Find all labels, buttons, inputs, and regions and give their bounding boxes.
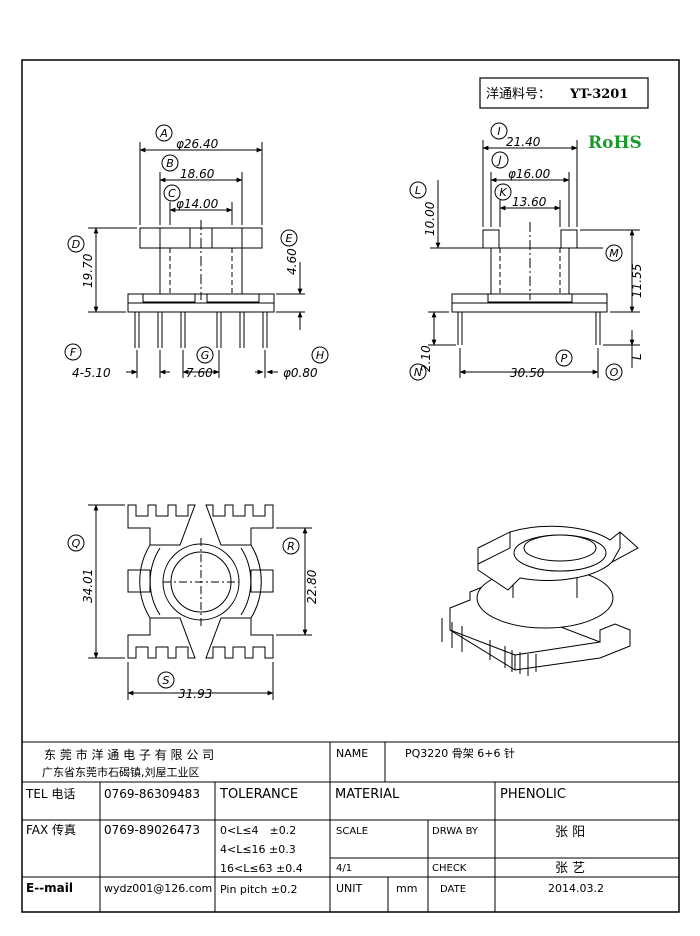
bottom-view <box>88 504 312 700</box>
callout-j: J <box>496 154 501 167</box>
fax-value: 0769-89026473 <box>104 823 200 837</box>
name-label: NAME <box>336 747 368 760</box>
callout-e: E <box>286 232 293 245</box>
dim-j: φ16.00 <box>508 167 551 181</box>
callout-a: A <box>159 127 168 140</box>
email-label: E--mail <box>26 881 73 895</box>
drawby-value: 张 阳 <box>555 825 585 840</box>
isometric-view <box>441 525 639 676</box>
front-view <box>88 142 305 378</box>
dim-b: 18.60 <box>180 167 215 181</box>
dim-o: L <box>630 353 644 360</box>
date-label: DATE <box>440 884 466 895</box>
dim-r: 22.80 <box>305 569 319 604</box>
callout-c: C <box>168 187 176 200</box>
callout-p: P <box>561 352 568 365</box>
scale-value: 4/1 <box>336 863 352 874</box>
front-view-callouts <box>64 124 329 364</box>
side-view-callouts <box>409 122 623 381</box>
company-name: 东 莞 市 洋 通 电 子 有 限 公 司 <box>44 747 214 762</box>
callout-r: R <box>287 540 295 553</box>
tolerance-row-2: 4<L≤16 ±0.3 <box>220 843 296 856</box>
dim-e: 4.60 <box>285 248 299 275</box>
dim-g: 7.60 <box>186 366 213 380</box>
tel-label: TEL 电话 <box>25 787 75 801</box>
drawby-label: DRWA BY <box>432 826 479 837</box>
email-value: wydz001@126.com <box>104 882 212 895</box>
scale-label: SCALE <box>336 826 368 837</box>
callout-n: N <box>414 366 422 379</box>
callout-l: L <box>415 184 421 197</box>
fax-label: FAX 传真 <box>26 822 76 837</box>
check-label: CHECK <box>432 863 467 874</box>
bottom-view-callouts <box>67 534 300 689</box>
callout-k: K <box>499 186 507 199</box>
tolerance-row-3: 16<L≤63 ±0.4 <box>220 862 303 875</box>
rohs-mark: RoHS <box>588 133 642 153</box>
dim-q: 34.01 <box>81 569 95 603</box>
callout-q: Q <box>72 537 81 550</box>
tolerance-label: TOLERANCE <box>219 787 298 802</box>
callout-i: I <box>497 125 500 138</box>
part-number-box: 洋通料号： YT-3201 <box>479 77 649 109</box>
callout-s: S <box>163 674 170 687</box>
company-address: 广东省东莞市石碣镇,刘屋工业区 <box>42 765 200 779</box>
callout-o: O <box>610 366 619 379</box>
unit-value: mm <box>396 882 417 895</box>
title-block-text: 东 莞 市 洋 通 电 子 有 限 公 司 广东省东莞市石碣镇,刘屋工业区 NA… <box>25 746 604 896</box>
callout-g: G <box>201 349 210 362</box>
dim-d: 19.70 <box>81 253 95 288</box>
side-view <box>428 140 640 378</box>
dim-s: 31.93 <box>178 687 212 701</box>
material-value: PHENOLIC <box>500 787 566 802</box>
tolerance-row-1: 0<L≤4 ±0.2 <box>220 824 296 837</box>
dim-l: 10.00 <box>423 201 437 236</box>
name-value: PQ3220 骨架 6+6 针 <box>405 746 515 760</box>
callout-f: F <box>70 346 77 359</box>
tel-value: 0769-86309483 <box>104 787 200 801</box>
callout-d: D <box>72 238 80 251</box>
date-value: 2014.03.2 <box>548 882 604 895</box>
dim-i: 21.40 <box>506 135 541 149</box>
sheet-border <box>21 59 680 913</box>
part-number-value: YT-3201 <box>569 87 628 102</box>
material-label: MATERIAL <box>335 787 400 802</box>
unit-label: UNIT <box>336 882 363 895</box>
callout-h: H <box>316 349 324 362</box>
dim-k: 13.60 <box>512 195 547 209</box>
dim-a: φ26.40 <box>176 137 219 151</box>
dim-n: 2.10 <box>419 345 433 372</box>
part-number-label: 洋通料号： <box>486 87 551 102</box>
dim-m: 11.55 <box>630 264 644 298</box>
check-value: 张 艺 <box>555 861 585 876</box>
dim-p: 30.50 <box>510 366 545 380</box>
callout-m: M <box>609 247 619 260</box>
title-block <box>22 741 679 912</box>
dim-f: 4-5.10 <box>72 366 111 380</box>
dim-c: φ14.00 <box>176 197 219 211</box>
tolerance-row-4: Pin pitch ±0.2 <box>220 883 298 896</box>
callout-b: B <box>166 157 174 170</box>
dim-h: φ0.80 <box>283 366 318 380</box>
